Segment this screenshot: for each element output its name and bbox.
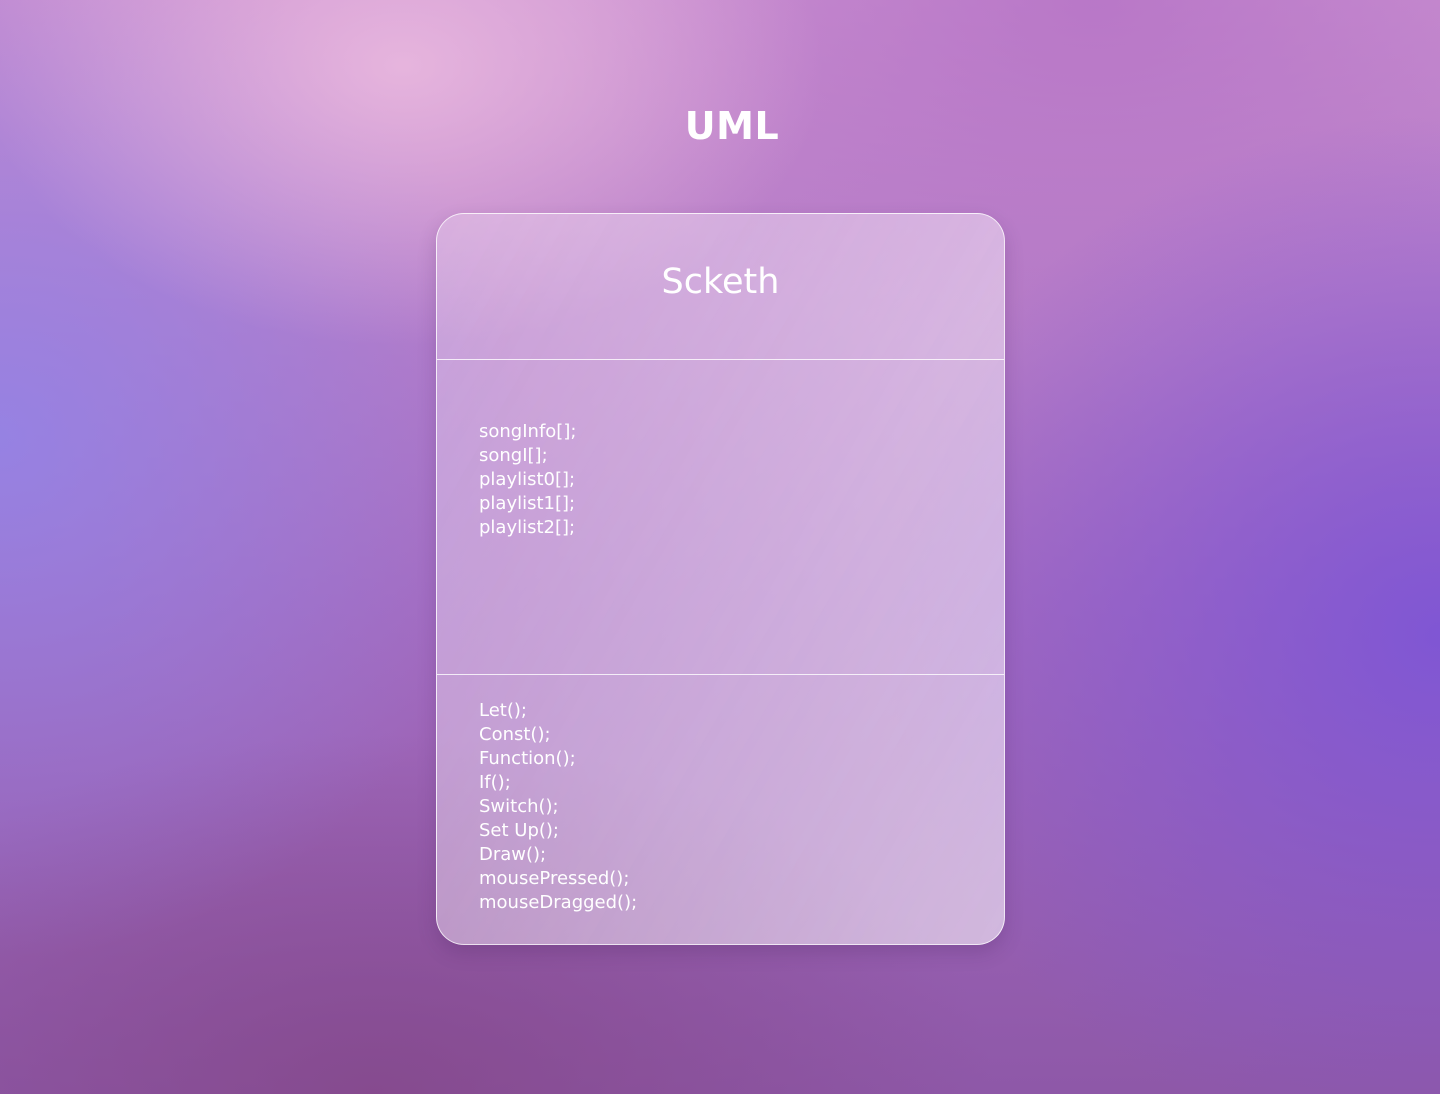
uml-class-box: Scketh songInfo[]; songI[]; playlist0[];… [436,213,1005,945]
method-item: Function(); [479,748,576,769]
methods-section: Let(); Const(); Function(); If(); Switch… [437,675,1004,944]
attribute-list: songInfo[]; songI[]; playlist0[]; playli… [479,420,576,540]
attribute-item: playlist0[]; [479,469,576,490]
method-item: Let(); [479,700,527,721]
attribute-item: playlist1[]; [479,493,576,514]
method-item: Draw(); [479,844,547,865]
attribute-item: songI[]; [479,445,548,466]
method-item: Switch(); [479,796,559,817]
class-name-section: Scketh [437,214,1004,360]
page-title: UML [684,104,780,149]
method-item: Const(); [479,724,551,745]
method-item: mousePressed(); [479,868,630,889]
method-item: mouseDragged(); [479,892,638,913]
class-name: Scketh [661,262,780,302]
method-list: Let(); Const(); Function(); If(); Switch… [479,699,637,915]
attribute-item: playlist2[]; [479,517,576,538]
attributes-section: songInfo[]; songI[]; playlist0[]; playli… [437,360,1004,675]
method-item: Set Up(); [479,820,559,841]
method-item: If(); [479,772,511,793]
attribute-item: songInfo[]; [479,421,577,442]
